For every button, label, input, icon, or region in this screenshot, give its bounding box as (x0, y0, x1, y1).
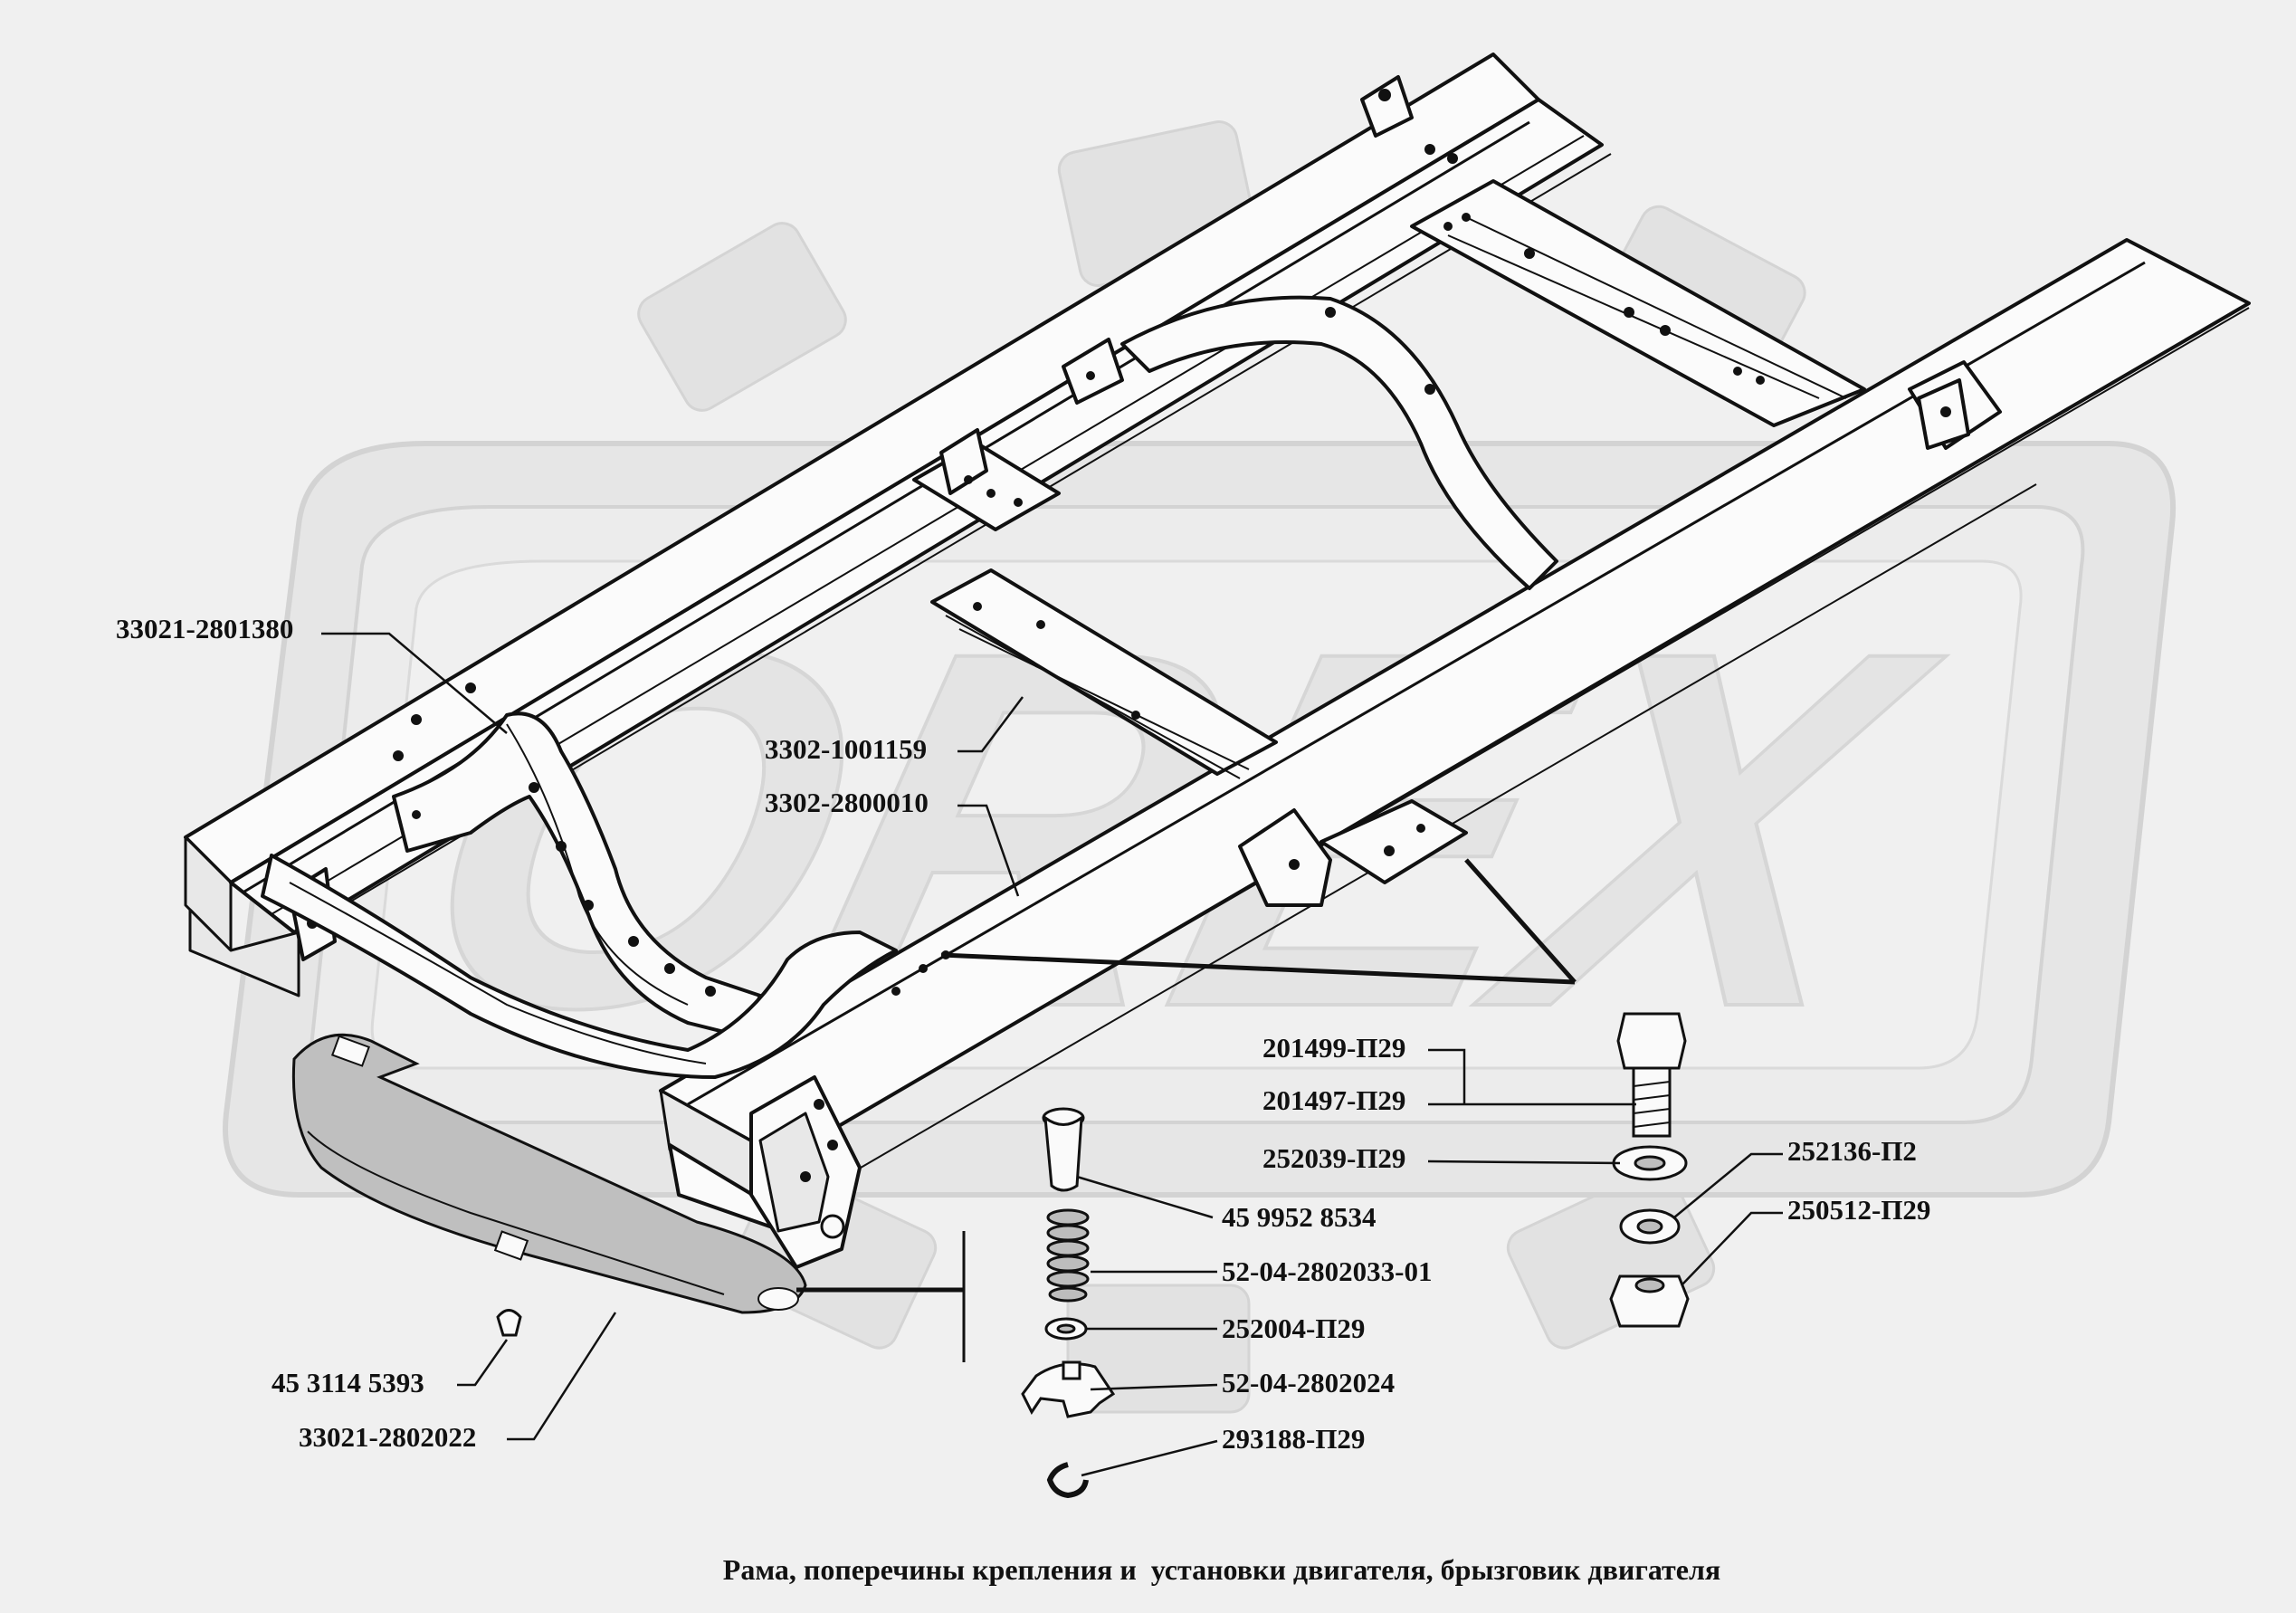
callout-293188-p29: 293188-П29 (1222, 1423, 1365, 1455)
callout-45-9952-8534: 45 9952 8534 (1222, 1201, 1377, 1233)
spring (1046, 1208, 1090, 1303)
engine-support-crossmember (261, 854, 898, 1079)
right-side-member (659, 238, 2251, 1269)
clip (1021, 1360, 1116, 1418)
pin (1042, 1107, 1085, 1192)
callout-33021-2802022: 33021-2802022 (299, 1421, 476, 1453)
callout-250512-p29: 250512-П29 (1787, 1194, 1930, 1226)
callout-33021-2801380: 33021-2801380 (116, 613, 293, 644)
frame-assembly (184, 52, 2251, 1269)
middle-crossmember (1120, 295, 1558, 590)
bolt (1616, 1012, 1687, 1138)
engine-splash-guard (291, 1033, 807, 1314)
callout-201499-p29: 201499-П29 (1262, 1032, 1405, 1064)
lock-ring (1046, 1462, 1089, 1499)
callout-3302-2800010: 3302-2800010 (765, 787, 929, 818)
washers (1612, 1145, 1688, 1245)
leader-lines (321, 632, 1783, 1477)
rear-crossmember (1410, 179, 1866, 427)
callout-252039-p29: 252039-П29 (1262, 1142, 1405, 1174)
callout-3302-1001159: 3302-1001159 (765, 733, 927, 765)
callout-252004-p29: 252004-П29 (1222, 1312, 1365, 1344)
callout-252136-p2: 252136-П2 (1787, 1135, 1917, 1167)
callout-52-04-2802033-01: 52-04-2802033-01 (1222, 1255, 1432, 1287)
front-crossmember (392, 711, 762, 1038)
washer-small (1044, 1317, 1088, 1341)
callout-labels: 33021-2801380 3302-1001159 3302-2800010 … (116, 613, 1930, 1455)
diagram-caption: Рама, поперечины крепления и установки д… (723, 1553, 1720, 1586)
nut (1609, 1274, 1690, 1328)
callout-201497-p29: 201497-П29 (1262, 1084, 1405, 1116)
callout-52-04-2802024: 52-04-2802024 (1222, 1367, 1395, 1398)
rivet (496, 1309, 522, 1337)
callout-45-3114-5393: 45 3114 5393 (272, 1367, 424, 1398)
center-crossmember (930, 568, 1278, 779)
